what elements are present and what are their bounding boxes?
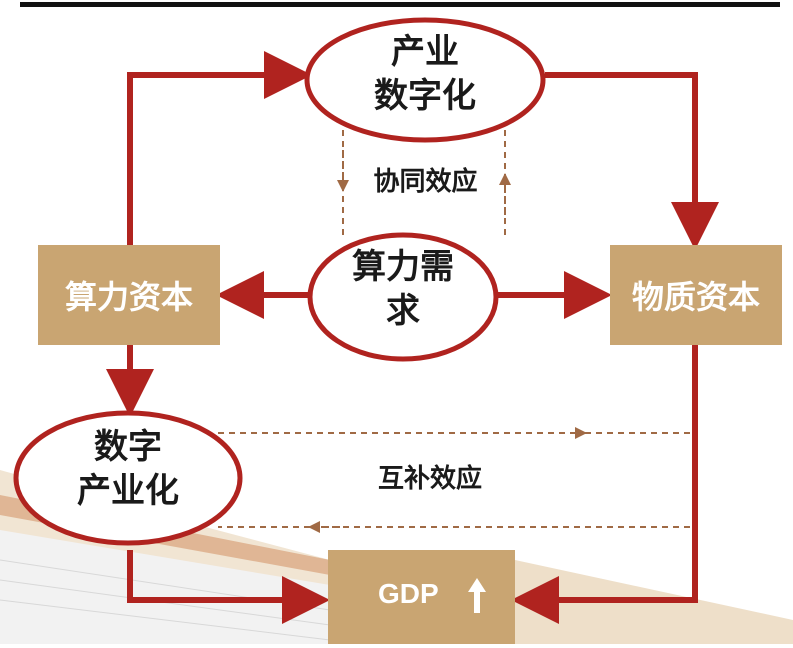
compute-demand-line1: 算力需	[352, 247, 454, 287]
arrow-physical-capital-to-gdp	[511, 345, 698, 624]
industry-digitalization-ellipse	[304, 17, 546, 143]
physical-capital-box	[610, 245, 782, 345]
industry-digitalization-line1: 产业	[391, 32, 459, 72]
digital-industrialization-line1: 数字	[94, 427, 162, 467]
compute-capital-box	[38, 245, 220, 345]
digital-industrialization-label: 数字 产业化	[30, 425, 226, 513]
compute-demand-ellipse	[307, 232, 499, 362]
gdp-box	[328, 550, 515, 644]
industry-digitalization-line2: 数字化	[374, 76, 476, 117]
arrow-industry-digitalization-to-physical-capital	[545, 72, 719, 250]
compute-demand-line2: 求	[386, 291, 420, 332]
synergy-arrows	[337, 130, 511, 235]
compute-demand-label: 算力需 求	[318, 245, 488, 333]
gdp-label: GDP	[378, 578, 439, 609]
top-rule	[20, 2, 780, 7]
synergy-effect-label: 协同效应	[373, 167, 478, 197]
arrow-compute-capital-to-industry-digitalization	[127, 51, 312, 250]
physical-capital-label: 物质资本	[631, 278, 760, 316]
up-arrow-icon	[468, 578, 486, 613]
flow-arrows	[106, 51, 719, 624]
complementarity-arrows	[218, 427, 690, 533]
compute-capital-label: 算力资本	[64, 278, 193, 316]
arrow-digital-industrialization-to-gdp	[127, 550, 330, 624]
industry-digitalization-label: 产业 数字化	[330, 30, 520, 118]
digital-industrialization-line2: 产业化	[77, 471, 179, 512]
digital-industrialization-ellipse	[13, 410, 243, 546]
complementarity-effect-label: 互补效应	[377, 464, 482, 494]
